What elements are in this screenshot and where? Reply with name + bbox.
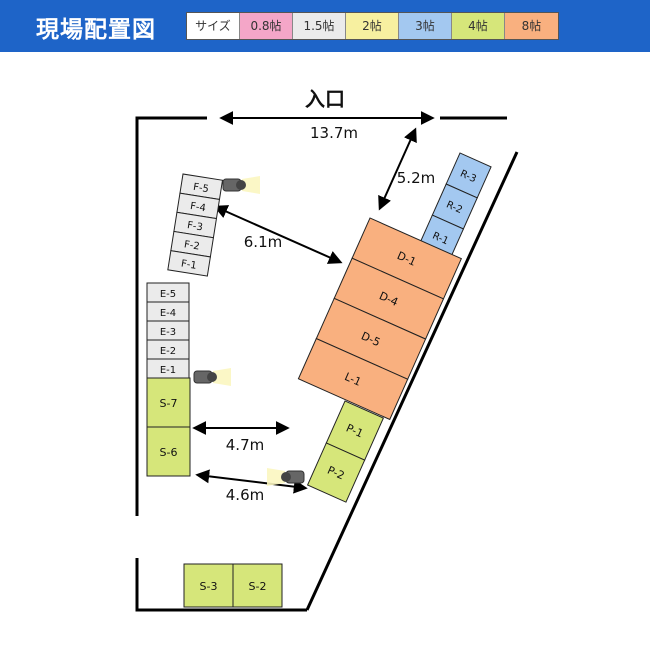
svg-text:S-7: S-7 (160, 397, 178, 410)
unit-f-2: F-2 (170, 230, 214, 258)
dim-f-to-d: 6.1m (244, 233, 282, 251)
legend-cell-2: 2帖 (346, 13, 399, 39)
unit-e-1: E-1 (146, 358, 190, 379)
svg-text:S-3: S-3 (200, 580, 218, 593)
site-boundary (135, 116, 519, 612)
svg-text:E-5: E-5 (160, 289, 176, 300)
svg-text:E-1: E-1 (160, 365, 176, 376)
unit-f-1: F-1 (167, 250, 211, 277)
svg-text:F-3: F-3 (186, 220, 203, 233)
legend-cell-3: 3帖 (399, 13, 452, 39)
header-bar: 現場配置図 サイズ 0.8帖 1.5帖 2帖 3帖 4帖 8帖 (0, 0, 650, 52)
unit-s-6: S-6 (146, 426, 191, 477)
svg-text:E-2: E-2 (160, 346, 176, 357)
dim-entrance-width: 13.7m (310, 124, 358, 142)
unit-group-r: R-3 R-2 R-1 (417, 152, 492, 261)
unit-group-f: F-5 F-4 F-3 F-2 F-1 (167, 173, 224, 277)
svg-text:P-1: P-1 (344, 422, 365, 441)
left-wall-lower (135, 558, 307, 612)
unit-group-d: D-1 D-4 D-5 L-1 (297, 217, 463, 421)
svg-text:F-4: F-4 (189, 201, 206, 214)
camera-icon (193, 368, 231, 386)
legend-cell-0-8: 0.8帖 (240, 13, 293, 39)
dim-d-to-entrance-arrow (378, 127, 417, 211)
legend-cell-4: 4帖 (452, 13, 505, 39)
unit-l-1: L-1 (297, 337, 409, 421)
unit-p-2: P-2 (306, 442, 366, 503)
unit-s-2: S-2 (232, 563, 283, 608)
svg-text:F-1: F-1 (180, 258, 197, 271)
unit-e-3: E-3 (146, 320, 190, 341)
legend-cell-8: 8帖 (505, 13, 558, 39)
unit-e-5: E-5 (146, 282, 190, 303)
unit-group-s-column: S-7 S-6 (146, 377, 191, 477)
svg-text:E-3: E-3 (160, 327, 176, 338)
dimension-lines (192, 111, 435, 494)
camera-icon (222, 176, 260, 194)
unit-e-2: E-2 (146, 339, 190, 360)
svg-text:F-5: F-5 (192, 182, 209, 195)
unit-r-3: R-3 (445, 152, 492, 199)
page-title: 現場配置図 (36, 17, 156, 43)
entrance-label: 入口 (305, 87, 345, 111)
svg-text:F-2: F-2 (183, 239, 200, 252)
left-wall-upper (135, 116, 207, 516)
svg-text:S-6: S-6 (160, 446, 178, 459)
diagonal-wall (305, 151, 519, 611)
unit-f-5: F-5 (179, 173, 224, 200)
unit-group-s-bottom: S-3 S-2 (183, 563, 283, 608)
dim-s-to-p: 4.7m (226, 436, 264, 454)
svg-text:S-2: S-2 (249, 580, 267, 593)
camera-icon (267, 468, 305, 486)
dim-f-to-d-arrow (213, 205, 343, 264)
unit-s-7: S-7 (146, 377, 191, 428)
dim-d-to-entrance: 5.2m (397, 169, 435, 187)
unit-group-e: E-5 E-4 E-3 E-2 E-1 (146, 282, 190, 379)
unit-e-4: E-4 (146, 301, 190, 322)
dim-s6-to-p2: 4.6m (226, 486, 264, 504)
legend-cell-size: サイズ (187, 13, 240, 39)
legend-cell-1-5: 1.5帖 (293, 13, 346, 39)
unit-s-3: S-3 (183, 563, 234, 608)
dim-s6-to-p2-arrow (195, 469, 308, 494)
svg-text:P-2: P-2 (325, 464, 346, 483)
svg-text:L-1: L-1 (342, 370, 363, 389)
svg-text:E-4: E-4 (160, 308, 176, 319)
unit-group-p: P-1 P-2 (306, 400, 385, 503)
size-legend: サイズ 0.8帖 1.5帖 2帖 3帖 4帖 8帖 (186, 12, 559, 40)
unit-f-4: F-4 (176, 192, 221, 220)
